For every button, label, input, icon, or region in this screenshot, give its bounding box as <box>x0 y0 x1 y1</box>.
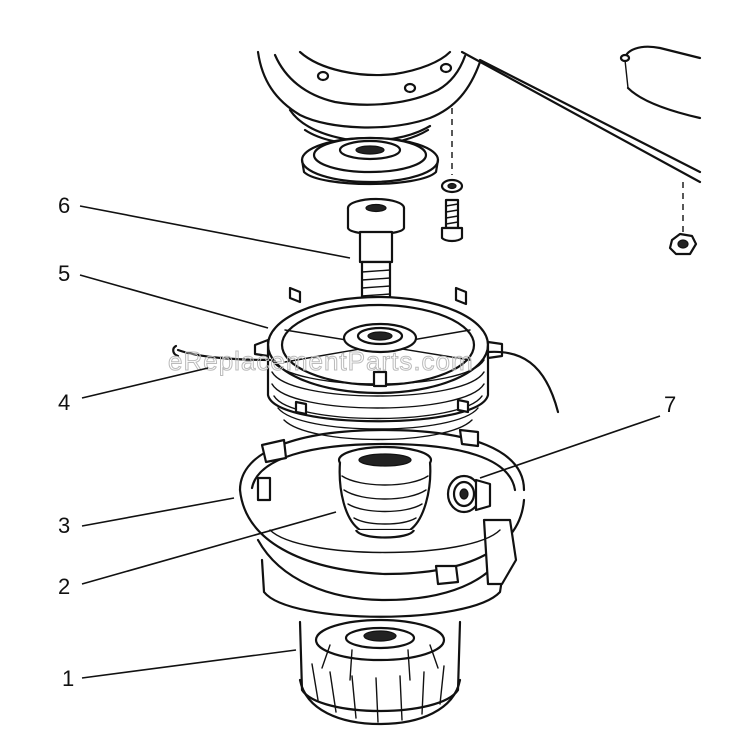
leader-1 <box>81 649 297 679</box>
mounting-nut <box>668 182 698 256</box>
leader-7 <box>479 415 661 479</box>
deck-plate <box>460 45 702 184</box>
callout-label-1: 1 <box>62 666 74 691</box>
callout-leaders <box>79 205 661 679</box>
gearbox-housing <box>256 50 482 147</box>
line-spool <box>253 286 504 441</box>
upper-bearing <box>300 136 440 186</box>
leader-4 <box>81 367 209 399</box>
callout-label-5: 5 <box>58 261 70 286</box>
spool-housing <box>238 428 526 618</box>
line-eyelet <box>446 474 492 514</box>
watermark-text: eReplacementParts.com <box>168 346 474 376</box>
leader-2 <box>81 511 337 585</box>
leader-5 <box>79 274 269 329</box>
tap-knob <box>298 618 462 726</box>
callout-label-2: 2 <box>58 574 70 599</box>
trimmer-line <box>172 344 560 414</box>
callout-label-7: 7 <box>664 392 676 417</box>
mounting-bolt <box>440 108 464 243</box>
callout-labels: 6 5 4 3 2 7 1 <box>58 193 676 691</box>
leader-6 <box>79 205 351 259</box>
leader-3 <box>81 497 235 527</box>
spring-hub <box>337 445 433 539</box>
callout-label-4: 4 <box>58 390 70 415</box>
callout-label-3: 3 <box>58 513 70 538</box>
callout-label-6: 6 <box>58 193 70 218</box>
